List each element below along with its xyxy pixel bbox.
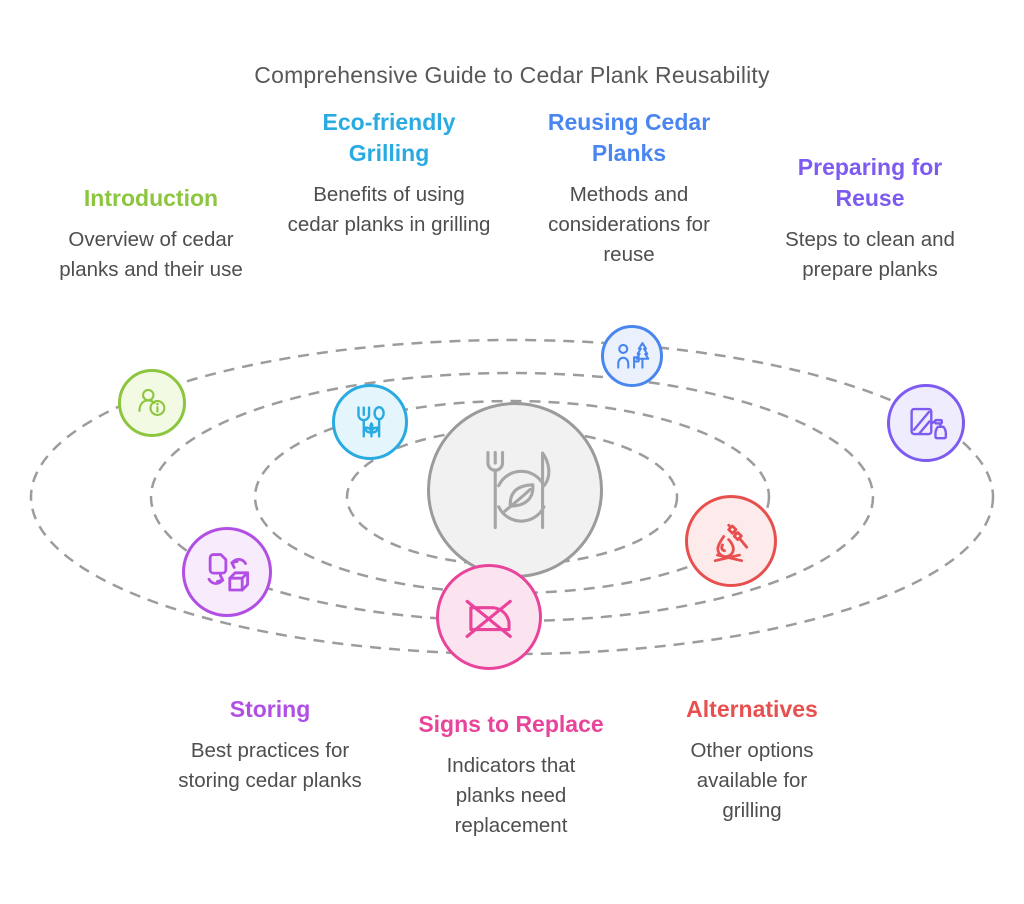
signs-to-replace-description: Indicators that planks need replacement: [446, 754, 576, 837]
window-spray-icon: [903, 400, 949, 446]
signs-to-replace-text-block: Signs to Replace Indicators that planks …: [418, 709, 604, 841]
alternatives-heading: Alternatives: [686, 696, 818, 722]
eco-friendly-grilling-node: [332, 384, 408, 460]
fork-spoon-sprout-icon: [347, 399, 393, 445]
preparing-for-reuse-text-block: Preparing for Reuse Steps to clean and p…: [782, 152, 958, 285]
storing-text-block: Storing Best practices for storing cedar…: [160, 694, 380, 796]
storing-node: [182, 527, 272, 617]
signs-to-replace-heading: Signs to Replace: [418, 711, 604, 737]
person-info-icon: [132, 383, 172, 423]
alternatives-text-block: Alternatives Other options available for…: [667, 694, 837, 826]
introduction-heading: Introduction: [83, 185, 219, 211]
reusing-cedar-planks-heading: Reusing Cedar Planks: [547, 109, 711, 166]
eco-friendly-grilling-text-block: Eco-friendly Grilling Benefits of using …: [286, 107, 492, 240]
preparing-for-reuse-node: [887, 384, 965, 462]
introduction-node: [118, 369, 186, 437]
plate-fork-knife-leaf-icon: [463, 438, 567, 542]
alternatives-description: Other options available for grilling: [690, 739, 814, 822]
introduction-description: Overview of cedar planks and their use: [59, 228, 243, 281]
alternatives-node: [685, 495, 777, 587]
person-tree-icon: [612, 336, 652, 376]
introduction-text-block: Introduction Overview of cedar planks an…: [48, 183, 254, 285]
storing-description: Best practices for storing cedar planks: [178, 739, 362, 792]
preparing-for-reuse-heading: Preparing for Reuse: [797, 154, 943, 211]
reusing-cedar-planks-text-block: Reusing Cedar Planks Methods and conside…: [522, 107, 736, 270]
storing-heading: Storing: [229, 696, 311, 722]
reusing-cedar-planks-description: Methods and considerations for reuse: [548, 183, 710, 266]
crossed-plank-icon: [459, 587, 519, 647]
reusing-cedar-planks-node: [601, 325, 663, 387]
signs-to-replace-node: [436, 564, 542, 670]
campfire-skewer-icon: [704, 514, 758, 568]
eco-friendly-grilling-description: Benefits of using cedar planks in grilli…: [287, 183, 491, 236]
page-title: Comprehensive Guide to Cedar Plank Reusa…: [254, 62, 770, 88]
eco-friendly-grilling-heading: Eco-friendly Grilling: [322, 109, 456, 166]
preparing-for-reuse-description: Steps to clean and prepare planks: [785, 228, 955, 281]
document-cube-cycle-icon: [200, 545, 254, 599]
central-node: [427, 402, 603, 578]
